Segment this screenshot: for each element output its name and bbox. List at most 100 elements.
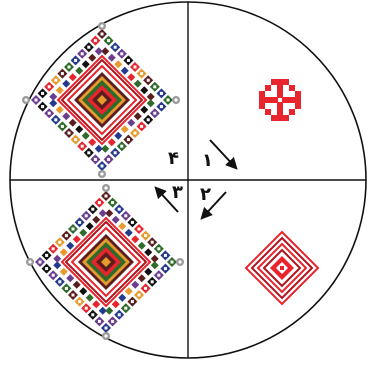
border-stitch-dot [39, 261, 42, 264]
cross-cell [265, 85, 271, 91]
border-stitch-dot [127, 59, 130, 62]
border-stitch-dot [118, 313, 121, 316]
border-stitch-dot [105, 195, 108, 198]
border-stitch-dot [78, 221, 81, 224]
cross-cell [277, 85, 283, 91]
border-stitch-dot [101, 33, 104, 36]
border-stitch-dot [48, 112, 51, 115]
cross-cell [283, 97, 289, 103]
border-stitch-dot [124, 307, 127, 310]
border-stitch-dot [160, 105, 163, 108]
border-stitch-dot [45, 267, 48, 270]
cross-cell [259, 103, 265, 109]
border-stitch-dot [111, 320, 114, 323]
border-stitch-dot [134, 132, 137, 135]
cross-cell [295, 103, 301, 109]
cross-cell [277, 79, 283, 85]
border-stitch-dot [58, 280, 61, 283]
cross-cell [259, 91, 265, 97]
border-stitch-dot [52, 274, 55, 277]
border-stitch-dot [164, 267, 167, 270]
border-stitch-dot [65, 234, 68, 237]
rosette-center [24, 98, 27, 101]
border-stitch-dot [107, 158, 110, 161]
border-stitch-dot [111, 201, 114, 204]
cross-cell [289, 85, 295, 91]
rosette-center [100, 172, 103, 175]
border-stitch-dot [91, 313, 94, 316]
cross-cell [283, 79, 289, 85]
border-stitch-dot [124, 214, 127, 217]
cross-cell [289, 97, 295, 103]
cross-cell [259, 97, 265, 103]
border-stitch-dot [94, 158, 97, 161]
border-stitch-dot [54, 79, 57, 82]
cross-cell [295, 97, 301, 103]
border-stitch-dot [140, 72, 143, 75]
border-stitch-dot [131, 221, 134, 224]
border-stitch-dot [58, 241, 61, 244]
border-stitch-dot [138, 294, 141, 297]
border-stitch-dot [94, 39, 97, 42]
border-stitch-dot [85, 214, 88, 217]
border-stitch-dot [61, 125, 64, 128]
rosette-center [100, 24, 103, 27]
border-stitch-dot [41, 105, 44, 108]
border-stitch-dot [87, 46, 90, 49]
cross-cell [265, 109, 271, 115]
cross-cell [289, 109, 295, 115]
border-stitch-dot [127, 138, 130, 141]
cross-center-cell [278, 98, 282, 102]
border-stitch-dot [81, 52, 84, 55]
border-stitch-dot [105, 327, 108, 330]
border-stitch-dot [114, 46, 117, 49]
numeral-3: ۳ [172, 182, 183, 203]
border-stitch-dot [72, 294, 75, 297]
border-stitch-dot [85, 307, 88, 310]
numeral-1: ۱ [202, 150, 213, 171]
border-stitch-dot [157, 274, 160, 277]
border-stitch-dot [101, 165, 104, 168]
border-stitch-dot [134, 66, 137, 69]
rosette-center [104, 334, 107, 337]
quadrant-1-motif [259, 79, 301, 121]
border-stitch-dot [153, 112, 156, 115]
cross-cell [277, 103, 283, 109]
border-stitch-dot [65, 287, 68, 290]
border-stitch-dot [131, 300, 134, 303]
cross-cell [271, 79, 277, 85]
cross-cell [295, 91, 301, 97]
border-stitch-dot [164, 254, 167, 257]
border-stitch-dot [52, 247, 55, 250]
border-stitch-dot [147, 79, 150, 82]
border-stitch-dot [61, 72, 64, 75]
rosette-center [28, 260, 31, 263]
rosette-center [178, 260, 181, 263]
border-stitch-dot [48, 85, 51, 88]
border-stitch-dot [54, 118, 57, 121]
border-stitch-dot [144, 287, 147, 290]
border-stitch-dot [107, 39, 110, 42]
cross-cell [265, 97, 271, 103]
border-stitch-dot [72, 228, 75, 231]
border-stitch-dot [160, 92, 163, 95]
border-stitch-dot [74, 138, 77, 141]
rosette-center [104, 186, 107, 189]
border-stitch-dot [81, 145, 84, 148]
border-stitch-dot [87, 151, 90, 154]
border-stitch-dot [147, 118, 150, 121]
border-stitch-dot [151, 241, 154, 244]
border-stitch-dot [68, 132, 71, 135]
border-stitch-dot [144, 234, 147, 237]
border-stitch-dot [140, 125, 143, 128]
cross-cell [283, 115, 289, 121]
border-stitch-dot [35, 99, 38, 102]
cross-cell [271, 115, 277, 121]
border-stitch-dot [151, 280, 154, 283]
rosette-center [174, 98, 177, 101]
cross-cell [271, 97, 277, 103]
border-stitch-dot [41, 92, 44, 95]
diamond-core-dot [280, 266, 284, 270]
border-stitch-dot [45, 254, 48, 257]
